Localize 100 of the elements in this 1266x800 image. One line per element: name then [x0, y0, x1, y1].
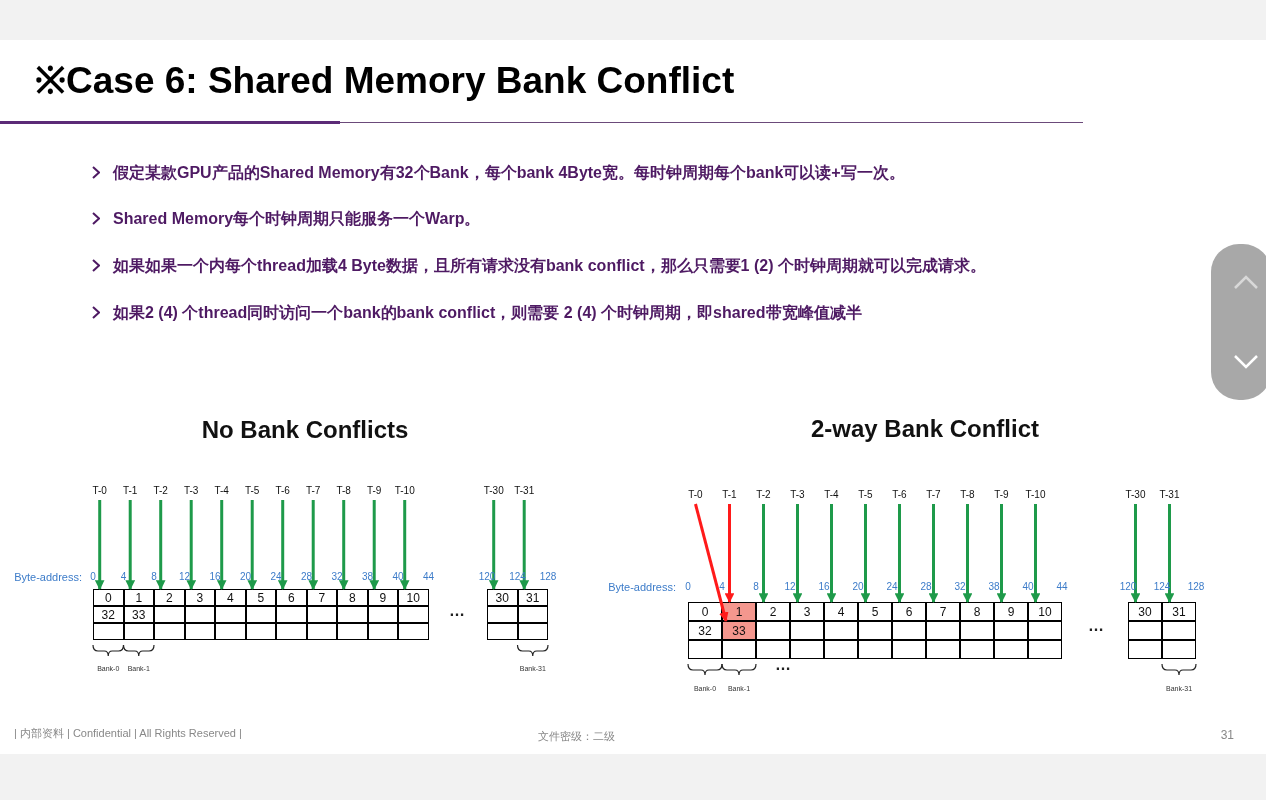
footer-text: 文件密级：二级 [537, 730, 615, 742]
address-label: 4 [120, 572, 127, 582]
arrow [216, 500, 227, 590]
thread-label: T-0 [677, 490, 714, 503]
memory-cell [926, 621, 960, 640]
arrow [962, 504, 973, 603]
axis-label: Byte-address: [14, 571, 82, 583]
arrow [1164, 504, 1175, 603]
memory-cell: 32 [93, 606, 124, 623]
address-label: 32 [954, 582, 966, 592]
memory-cell [756, 640, 790, 659]
address-label: 128 [1187, 582, 1205, 592]
address-label: 8 [151, 572, 157, 582]
memory-cell [858, 621, 892, 640]
arrow [792, 504, 803, 603]
arrow [1030, 504, 1041, 603]
memory-cell: 5 [858, 602, 892, 621]
memory-cell: 4 [215, 589, 246, 606]
memory-cell: 6 [276, 589, 307, 606]
memory-cell: 10 [1028, 602, 1062, 621]
thread-label: T-5 [847, 490, 884, 503]
memory-cell [123, 623, 154, 640]
address-label: 38 [361, 572, 374, 582]
memory-cell: 8 [960, 602, 994, 621]
memory-cell: 6 [892, 602, 926, 621]
memory-cell: 2 [756, 602, 790, 621]
address-label: 4 [719, 582, 725, 592]
arrow [724, 504, 735, 603]
thread-label: T-9 [983, 490, 1020, 503]
memory-cell [367, 623, 398, 640]
memory-cell: 0 [93, 589, 124, 606]
address-label: 8 [753, 582, 759, 592]
arrow [369, 500, 379, 590]
memory-cell [245, 606, 276, 623]
arrow [928, 504, 939, 603]
memory-cell [215, 623, 246, 640]
arrow [826, 504, 837, 603]
address-label: 38 [988, 582, 1000, 592]
memory-cell [398, 606, 429, 623]
memory-cell [337, 623, 368, 640]
arrow [338, 500, 349, 590]
memory-cell [1128, 640, 1162, 659]
memory-cell [722, 640, 756, 659]
thread-label: T-2 [745, 490, 782, 503]
memory-cell: 0 [688, 602, 722, 621]
memory-cell [994, 621, 1028, 640]
memory-cell [790, 640, 824, 659]
memory-cell: 3 [790, 602, 824, 621]
memory-cell: 9 [367, 589, 398, 606]
memory-cell: 3 [184, 589, 215, 606]
thread-label: T-7 [915, 490, 952, 503]
arrow [155, 500, 166, 590]
memory-cell [184, 623, 215, 640]
arrow [277, 500, 288, 590]
arrow [1130, 504, 1141, 603]
ellipsis: … [775, 657, 791, 673]
thread-label: T-31 [1151, 490, 1188, 503]
thread-label: T-10 [1017, 490, 1054, 503]
thread-label: T-8 [949, 490, 986, 503]
memory-cell: 1 [123, 589, 154, 606]
memory-cell [487, 623, 518, 640]
bullet-text: 如果如果一个内每个thread加载4 Byte数据，且所有请求没有bank conflict，那么只需要1 (2) 个时钟周期就可以完成请求。 [113, 258, 986, 274]
memory-cell [276, 623, 307, 640]
arrow [894, 504, 905, 603]
memory-cell [1162, 621, 1196, 640]
address-label: 16 [818, 582, 830, 592]
address-label: 16 [209, 572, 221, 582]
memory-cell: 31 [517, 589, 548, 606]
arrow [125, 500, 135, 590]
memory-cell: 2 [154, 589, 185, 606]
arrow [694, 503, 729, 622]
arrow [758, 504, 769, 603]
memory-cell [154, 606, 185, 623]
memory-cell [215, 606, 246, 623]
bullet-text: 如果2 (4) 个thread同时访问一个bank的bank conflict，则需要 2 (4) 个时钟周期，即shared带宽峰值减半 [113, 305, 862, 321]
memory-cell [517, 606, 548, 623]
memory-cell [93, 623, 124, 640]
address-label: 44 [422, 572, 435, 582]
memory-cell [1028, 621, 1062, 640]
memory-cell [824, 621, 858, 640]
thread-label: T-4 [813, 490, 850, 503]
memory-cell: 33 [722, 621, 756, 640]
memory-cell: 9 [994, 602, 1028, 621]
memory-cell [276, 606, 307, 623]
thread-label: T-6 [881, 490, 918, 503]
slide-title: ※Case 6: Shared Memory Bank Conflict [35, 59, 735, 103]
address-label: 12 [784, 582, 796, 592]
memory-cell: 31 [1162, 602, 1196, 621]
diagram-heading: No Bank Conflicts [201, 418, 409, 442]
memory-cell [790, 621, 824, 640]
address-label: 24 [886, 582, 898, 592]
address-label: 0 [90, 572, 96, 582]
ellipsis: … [1088, 618, 1104, 634]
memory-cell [1128, 621, 1162, 640]
memory-cell [154, 623, 185, 640]
arrow [996, 504, 1007, 603]
memory-cell [994, 640, 1028, 659]
memory-cell [688, 640, 722, 659]
memory-cell [306, 606, 337, 623]
memory-cell [184, 606, 215, 623]
